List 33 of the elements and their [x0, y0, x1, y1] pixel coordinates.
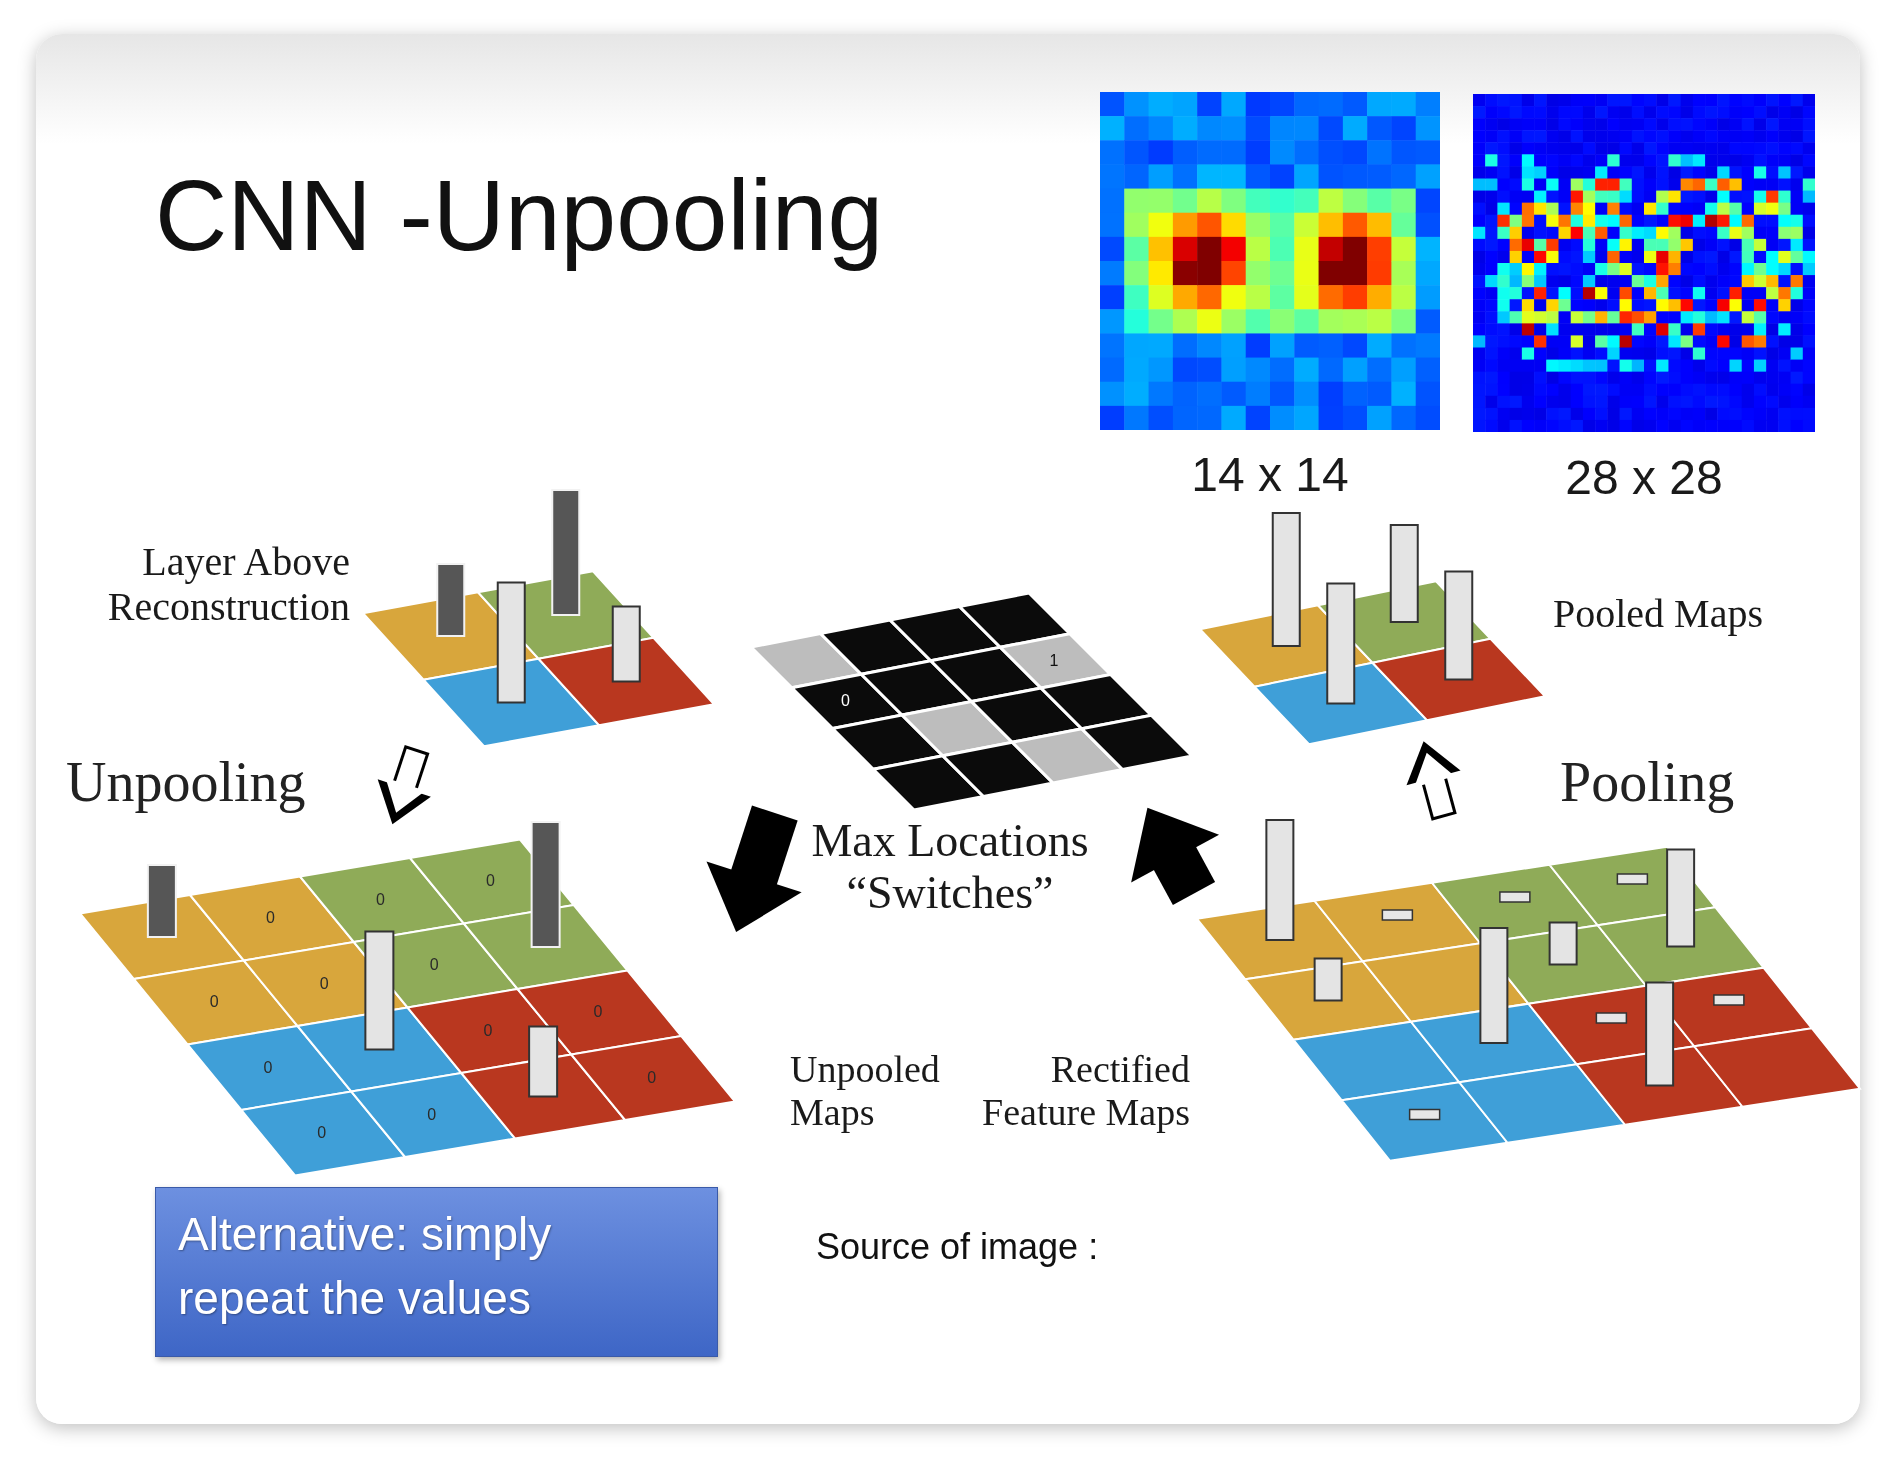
edge-label: Unpooling [66, 750, 306, 814]
arrow [706, 805, 802, 933]
cell-value: 0 [317, 1123, 327, 1143]
hollow-arrow [377, 744, 431, 825]
edge-label: Pooling [1560, 750, 1735, 814]
cell-value: 0 [485, 871, 495, 891]
note-box [155, 1187, 718, 1357]
cell-value: 0 [593, 1002, 603, 1022]
heatmap-picture [1100, 92, 1440, 430]
slide-title: CNN -Unpooling [155, 160, 884, 270]
cell-value: 0 [319, 973, 329, 994]
map-caption: Rectified Feature Maps [981, 1048, 1190, 1134]
cell-value: 0 [209, 992, 219, 1012]
size-caption: 14 x 14 [1190, 448, 1350, 502]
cell-value: 0 [375, 889, 385, 910]
cell-value: 0 [429, 955, 439, 975]
cell-value: 0 [840, 691, 850, 712]
hollow-arrow [1406, 741, 1461, 821]
heatmap-picture [1473, 94, 1815, 432]
map-caption: Layer Above Reconstruction [106, 540, 350, 630]
map-caption: Max Locations “Switches” [810, 815, 1090, 919]
size-caption: 28 x 28 [1564, 451, 1724, 505]
cell-value: 0 [265, 908, 275, 928]
cell-value: 0 [263, 1057, 273, 1078]
source-note: Source of image : [816, 1226, 1099, 1268]
cell-value: 1 [1049, 650, 1059, 671]
cell-value: 0 [427, 1104, 437, 1125]
note-text: Alternative: simply repeat the values [178, 1207, 553, 1327]
map-caption: Unpooled Maps [790, 1048, 941, 1134]
arrow [1131, 807, 1220, 905]
map-caption: Pooled Maps [1553, 592, 1764, 637]
cell-value: 0 [483, 1020, 493, 1041]
cell-value: 0 [647, 1067, 657, 1088]
